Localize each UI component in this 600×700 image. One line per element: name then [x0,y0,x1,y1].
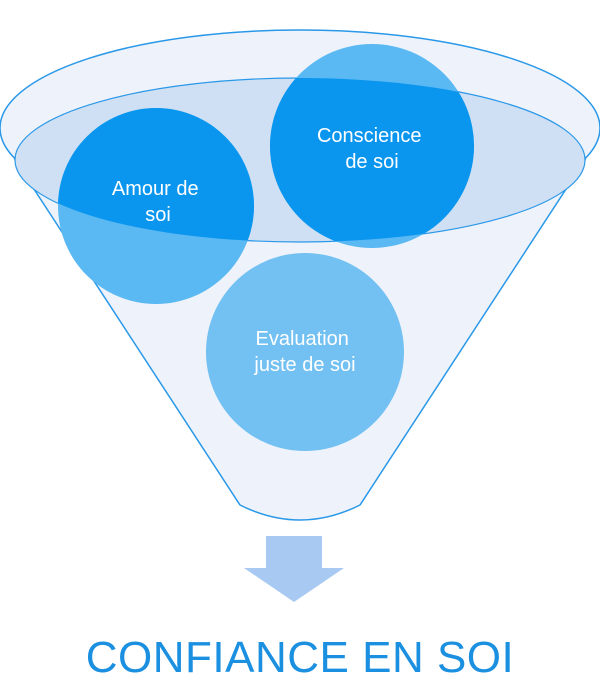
label-evaluation: Evaluation juste de soi [253,328,355,376]
circle-amour [58,108,254,242]
label-amour: Amour de soi [112,178,204,226]
label-conscience: Conscience de soi [317,125,427,173]
result-title: CONFIANCE EN SOI [85,633,515,682]
circle-evaluation [206,253,404,451]
down-arrow-icon [244,536,344,602]
circle-conscience [270,78,474,242]
